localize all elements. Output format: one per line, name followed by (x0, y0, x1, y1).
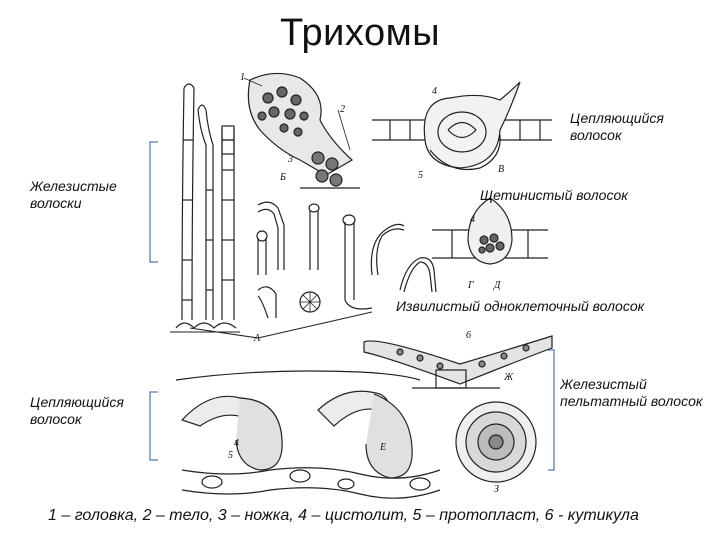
boat-hair (363, 335, 553, 389)
num-6: 6 (466, 330, 471, 341)
num-4-bottom: 4 (234, 438, 239, 449)
label-peltate-hair: Железистый пельтатный волосок (560, 376, 703, 409)
label-clinging-bottom: Цепляющийся волосок (30, 394, 124, 427)
num-4-top: 4 (432, 86, 437, 97)
gland-head (247, 72, 360, 189)
letter-b: Б (280, 172, 286, 183)
letter-e: Е (380, 442, 387, 453)
small-hairs (256, 201, 373, 319)
legend-caption: 1 – головка, 2 – тело, 3 – ножка, 4 – ци… (48, 507, 639, 524)
letter-g: Г (468, 280, 474, 291)
bracket-peltate (548, 349, 555, 471)
letter-a: А (254, 333, 261, 344)
letter-d: Д (494, 280, 501, 291)
long-hair-2 (197, 104, 214, 320)
label-sinuous-hair: Извилистый одноклеточный волосок (396, 298, 645, 314)
letter-v: В (498, 164, 505, 175)
num-1: 1 (240, 72, 245, 83)
long-hair-3 (221, 125, 235, 320)
bracket-clinging-bottom (149, 391, 158, 461)
num-5-top: 5 (418, 170, 423, 181)
letter-z: З (494, 484, 499, 495)
clinging-hair-top (372, 81, 552, 171)
sinuous-hair-2 (399, 257, 437, 293)
num-4-bristly: 4 (470, 214, 475, 225)
letter-zh: Ж (504, 372, 514, 383)
label-glandular-hairs: Железистые волоски (30, 178, 117, 211)
clinging-hairs-bottom (175, 370, 441, 499)
long-hair-1 (181, 83, 195, 321)
bristly-hair (432, 197, 548, 265)
peltate-hair (455, 401, 537, 483)
num-5-bottom: 5 (228, 450, 233, 461)
label-clinging-top: Цепляющийся волосок (570, 110, 664, 143)
num-3: 3 (288, 154, 293, 165)
num-2: 2 (340, 104, 345, 115)
label-bristly-hair: Щетинистый волосок (480, 187, 628, 203)
arrows-to-a (189, 311, 373, 339)
hair-base-cells (175, 322, 237, 329)
sinuous-hair (370, 223, 405, 276)
slide-title: Трихомы (279, 12, 441, 54)
bracket-glandular (149, 141, 158, 263)
